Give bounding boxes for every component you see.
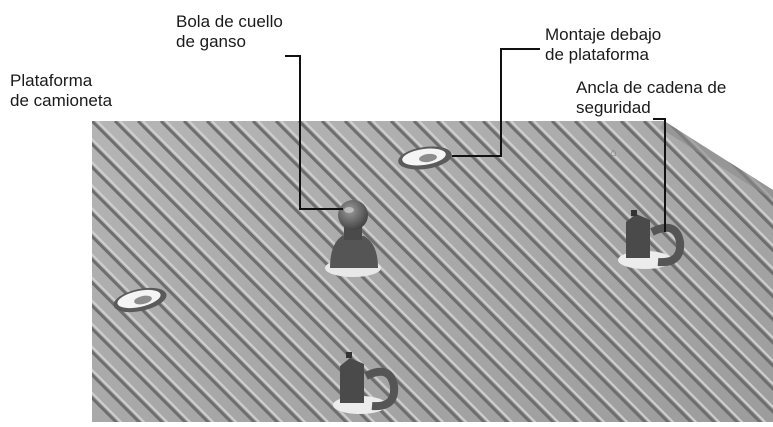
bed-groove-highlight [92, 121, 280, 422]
bed-groove [412, 121, 736, 422]
bed-groove [320, 121, 644, 422]
safety-chain-anchor-bottom [333, 352, 399, 414]
leader-gooseneck [285, 55, 343, 210]
bed-groove [642, 121, 773, 422]
label-mount-line-1: Montaje debajo [545, 25, 662, 44]
bed-groove-highlight [92, 121, 211, 422]
bed-groove-highlight [188, 121, 510, 422]
bed-groove-highlight [487, 121, 773, 422]
bed-groove [92, 121, 253, 422]
stamped-mark: ⌂ [610, 147, 617, 159]
bed-groove-highlight [418, 121, 740, 422]
label-truckbed-line-1: Plataforma [10, 71, 93, 90]
bed-groove [92, 121, 391, 422]
bed-groove [92, 121, 184, 422]
bed-groove [665, 121, 773, 422]
bed-groove-highlight [92, 121, 234, 422]
label-safety-line-2: seguridad [576, 98, 651, 117]
bed-groove-highlight [234, 121, 556, 422]
bed-groove-highlight [326, 121, 648, 422]
callout-leaders [285, 48, 666, 232]
bed-groove [113, 121, 437, 422]
bed-groove [92, 121, 230, 422]
bed-groove [619, 121, 773, 422]
bed-groove [205, 121, 529, 422]
bed-groove-highlight [510, 121, 773, 422]
bed-groove-highlight [165, 121, 487, 422]
bed-groove [435, 121, 759, 422]
bed-groove-highlight [142, 121, 464, 422]
bed-groove [92, 121, 276, 422]
bed-groove-highlight [579, 121, 773, 422]
bed-groove [92, 121, 345, 422]
bed-groove-highlight [92, 121, 349, 422]
bed-groove [159, 121, 483, 422]
bed-groove [366, 121, 690, 422]
bed-groove-highlight [533, 121, 773, 422]
bed-groove-highlight [648, 121, 773, 422]
bed-groove [228, 121, 552, 422]
bed-groove-highlight [92, 121, 303, 422]
bed-groove-highlight [602, 121, 773, 422]
bed-groove-highlight [671, 121, 773, 422]
bed-groove [481, 121, 773, 422]
leader-safety [653, 118, 666, 232]
label-gooseneck-ball: Bola de cuello de ganso [176, 12, 283, 52]
bed-groove-highlight [92, 121, 257, 422]
leader-mount [452, 48, 540, 157]
label-truck-bed: Plataforma de camioneta [10, 71, 112, 111]
bed-groove-highlight [211, 121, 533, 422]
label-truckbed-line-2: de camioneta [10, 91, 113, 110]
bed-groove [389, 121, 713, 422]
bed-groove [458, 121, 773, 422]
bed-groove [550, 121, 773, 422]
bed-groove [182, 121, 506, 422]
bed-groove-highlight [92, 121, 326, 422]
left-mount-opening [113, 287, 167, 313]
bed-groove [136, 121, 460, 422]
bed-groove [573, 121, 773, 422]
bed-groove-highlight [280, 121, 602, 422]
bed-groove-highlight [625, 121, 773, 422]
label-mount-line-2: de plataforma [545, 45, 649, 64]
bed-groove-highlight [92, 121, 165, 422]
bed-groove [92, 121, 322, 422]
bed-groove [251, 121, 575, 422]
bed-groove-highlight [372, 121, 694, 422]
bed-groove [527, 121, 773, 422]
bed-groove-highlight [257, 121, 579, 422]
bed-groove [92, 121, 161, 422]
label-under-bed-mount: Montaje debajo de plataforma [545, 25, 661, 65]
bed-groove-highlight [395, 121, 717, 422]
bed-side-rail [660, 121, 773, 200]
bed-groove-highlight [92, 121, 188, 422]
under-bed-mount-opening [398, 146, 452, 170]
label-gooseneck-line-1: Bola de cuello [176, 12, 283, 31]
bed-groove-highlight [92, 121, 372, 422]
bed-groove [297, 121, 621, 422]
bed-groove [92, 121, 207, 422]
bed-groove [92, 121, 299, 422]
label-safety-line-1: Ancla de cadena de [576, 78, 727, 97]
bed-groove [274, 121, 598, 422]
bed-groove-highlight [441, 121, 763, 422]
bed-groove-highlight [303, 121, 625, 422]
bed-groove [92, 121, 368, 422]
bed-groove-highlight [464, 121, 773, 422]
label-safety-chain-anchor: Ancla de cadena de seguridad [576, 78, 726, 118]
bed-groove-highlight [119, 121, 441, 422]
bed-groove [343, 121, 667, 422]
bed-groove-highlight [349, 121, 671, 422]
gooseneck-ball [325, 200, 381, 277]
bed-groove [596, 121, 773, 422]
label-gooseneck-line-2: de ganso [176, 32, 246, 51]
bed-groove-highlight [556, 121, 773, 422]
